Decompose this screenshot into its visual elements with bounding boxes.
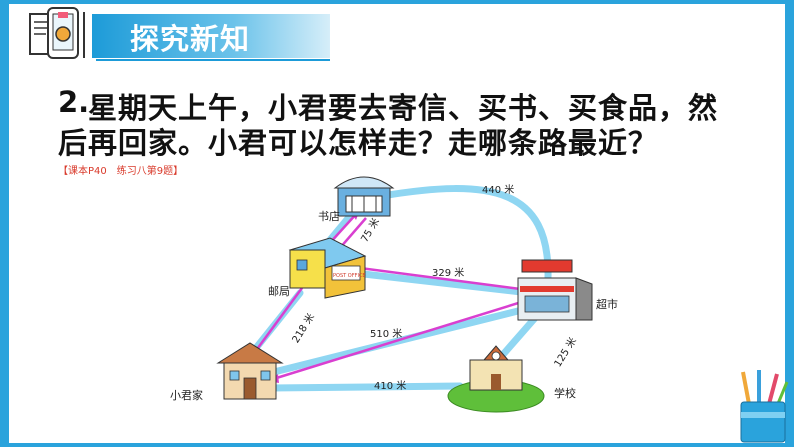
frame-left: [0, 0, 9, 447]
home-building: [216, 342, 284, 400]
textbook-reference: 【课本P40 练习八第9题】: [58, 166, 184, 177]
question-line-2: 后再回家。小君可以怎样走？走哪条路最近？: [58, 126, 659, 160]
label-supermarket: 超市: [596, 298, 618, 311]
section-title: 探究新知: [130, 22, 251, 56]
route-supermarket-home: [269, 298, 529, 382]
route-post-supermarket: [359, 266, 529, 292]
road-bookstore-supermarket: [378, 185, 552, 282]
label-school: 学校: [554, 387, 576, 400]
road-home-school: [266, 382, 464, 392]
distance-bookstore-supermarket: 440 米: [482, 185, 515, 196]
bookstore-building: [333, 176, 395, 217]
road-post-supermarket: [351, 269, 534, 297]
frame-right: [785, 0, 794, 447]
pencil-cup-icon: [740, 370, 789, 443]
distance-home-supermarket: 510 米: [370, 329, 403, 340]
title-bar: [92, 14, 330, 58]
question-number: 2.: [58, 85, 90, 119]
route-map: POST OFFICE: [216, 176, 593, 413]
question-line-1: 星期天上午，小君要去寄信、买书、买食品，然: [88, 91, 719, 125]
frame-top: [0, 0, 794, 4]
supermarket-building: [517, 259, 593, 321]
distance-home-school: 410 米: [374, 381, 407, 392]
title-underline: [96, 59, 330, 61]
highlighted-route: [250, 211, 529, 382]
road-school-supermarket: [496, 314, 539, 362]
school-building: [447, 345, 545, 413]
distance-post-supermarket: 329 米: [432, 268, 465, 279]
label-post-office: 邮局: [268, 285, 290, 298]
route-post-home: [250, 287, 304, 357]
label-bookstore: 书店: [318, 210, 340, 223]
frame-bottom: [0, 443, 794, 447]
post-office-building: [288, 237, 367, 299]
notebook-icon: [29, 7, 85, 59]
label-home: 小君家: [170, 389, 203, 402]
post-office-sign: POST OFFICE: [333, 273, 366, 279]
